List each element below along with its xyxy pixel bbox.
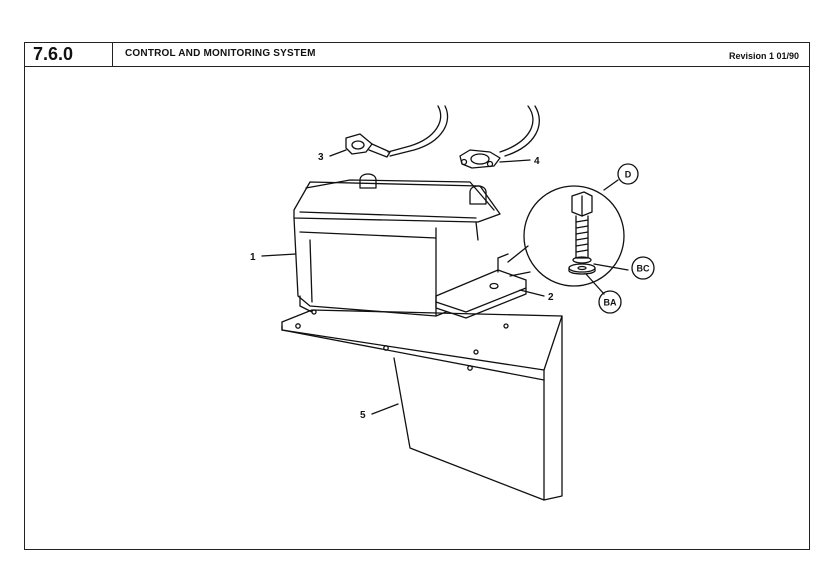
callout-1: 1 <box>250 252 256 263</box>
page-frame: 7.6.0 CONTROL AND MONITORING SYSTEM Revi… <box>24 42 810 550</box>
callout-d: D <box>625 170 632 180</box>
callout-bc: BC <box>637 264 650 274</box>
terminal-clamp-3 <box>345 133 391 158</box>
section-number: 7.6.0 <box>25 43 113 66</box>
page-title: CONTROL AND MONITORING SYSTEM <box>125 48 316 59</box>
callout-3: 3 <box>318 152 324 163</box>
callout-2: 2 <box>548 292 554 303</box>
battery <box>293 173 501 317</box>
header-bar: 7.6.0 CONTROL AND MONITORING SYSTEM Revi… <box>25 43 809 67</box>
callout-ba: BA <box>604 298 617 308</box>
terminal-clamp-4 <box>459 149 501 169</box>
callout-5: 5 <box>360 410 366 421</box>
callout-4: 4 <box>534 156 540 167</box>
callout-circle-d <box>617 163 639 185</box>
callout-circle-bc <box>631 256 655 280</box>
detail-view <box>507 185 625 287</box>
mounting-bracket-5 <box>281 309 563 501</box>
leader-lines <box>261 149 629 415</box>
hold-down-bracket-2 <box>435 253 527 319</box>
revision-label: Revision 1 01/90 <box>728 51 799 61</box>
battery-cables <box>387 105 540 157</box>
callout-circle-ba <box>598 290 622 314</box>
